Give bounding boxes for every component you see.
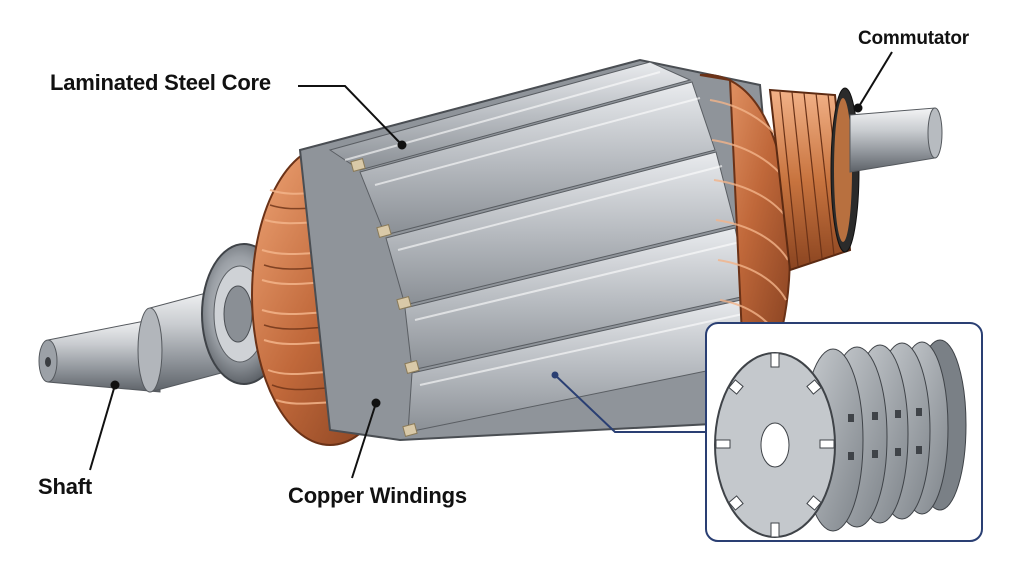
leader-shaft — [89, 384, 116, 471]
leader-commutator — [857, 51, 893, 109]
label-copper-windings: Copper Windings — [288, 483, 467, 508]
leader-windings — [351, 402, 377, 479]
shaft-left — [38, 287, 226, 393]
label-shaft: Shaft — [38, 474, 93, 499]
shaft-right — [849, 107, 943, 173]
label-commutator: Commutator — [858, 28, 969, 49]
commutator — [768, 87, 860, 272]
leader-core — [298, 85, 403, 146]
steel-core — [298, 58, 792, 442]
lamination-callout — [705, 322, 983, 542]
callout-connector — [554, 374, 712, 433]
lamination-stack — [714, 339, 967, 538]
label-laminated-steel-core: Laminated Steel Core — [50, 70, 271, 95]
leader-lines — [89, 51, 893, 479]
